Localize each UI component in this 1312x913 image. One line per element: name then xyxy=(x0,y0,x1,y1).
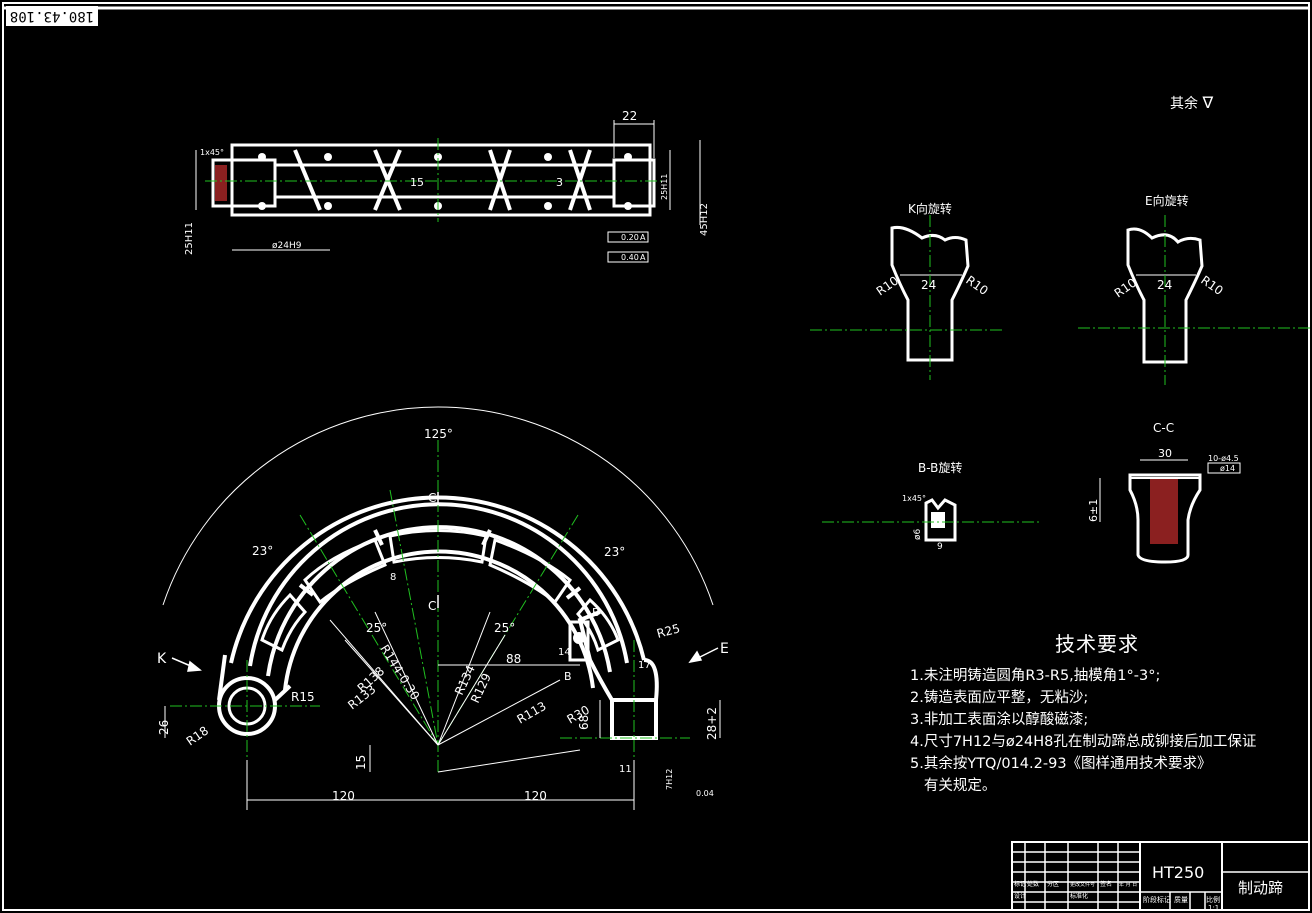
section-b-upper: B xyxy=(592,606,600,619)
top-view-dim-lines xyxy=(195,120,701,263)
angle-25-left: 25° xyxy=(366,621,387,635)
k-view xyxy=(890,226,970,362)
stage-label: 阶段标记 xyxy=(1143,895,1171,904)
dim-bore-top: ø24H9 xyxy=(272,241,302,251)
cc-width-30: 30 xyxy=(1158,447,1172,460)
e-view xyxy=(1126,227,1204,364)
dim-rib-8: 8 xyxy=(390,572,396,583)
head-label-3: 分区 xyxy=(1047,880,1059,888)
cc-holes: 10-ø4.5 xyxy=(1208,454,1239,463)
front-view-dim-lines xyxy=(162,406,721,810)
mass-label: 质量 xyxy=(1174,895,1188,904)
dim-11: 11 xyxy=(619,764,632,775)
k-view-label: K向旋转 xyxy=(908,201,952,216)
material: HT250 xyxy=(1152,863,1204,882)
section-b-lower: B xyxy=(564,670,572,683)
cc-view-label: C-C xyxy=(1153,421,1174,435)
radius-r15: R15 xyxy=(291,690,315,704)
section-c-bottom: C xyxy=(428,599,436,613)
radius-r25: R25 xyxy=(655,621,681,641)
dim-45h12: 45H12 xyxy=(699,203,710,236)
top-view xyxy=(211,143,656,217)
role-standard: 标准化 xyxy=(1070,892,1088,900)
cc-view-dim-lines xyxy=(1099,459,1241,522)
tol-020-ref: A xyxy=(640,233,646,242)
bb-view xyxy=(924,498,957,542)
angle-25-right: 25° xyxy=(494,621,515,635)
angle-23-left: 23° xyxy=(252,544,273,558)
dim-25h11-right: 25H11 xyxy=(660,174,669,200)
roughness-symbol-icon: ∇ xyxy=(1202,93,1214,112)
top-view-bolts xyxy=(258,153,632,210)
tech-req-1: 1.未注明铸造圆角R3-R5,抽模角1°-3°; xyxy=(910,668,1161,684)
bb-width-9: 9 xyxy=(937,542,943,552)
role-design: 设计 xyxy=(1014,892,1026,900)
drawing-number-tag: 180.43.108 xyxy=(6,6,98,26)
bb-view-label: B-B旋转 xyxy=(918,460,962,475)
cc-dia14: ø14 xyxy=(1220,464,1235,473)
head-label-6: 年 月 日 xyxy=(1119,881,1137,888)
tech-requirements-title: 技术要求 xyxy=(1055,632,1139,656)
dim-14: 14 xyxy=(558,647,571,658)
head-label-5: 签名 xyxy=(1100,880,1112,888)
flatness-004: 0.04 xyxy=(696,789,714,798)
radius-r113: R113 xyxy=(515,699,549,727)
tol-040: 0.40 xyxy=(621,253,639,262)
bb-chamfer: 1x45° xyxy=(902,494,926,503)
dim-120-left: 120 xyxy=(332,789,355,803)
tol-020: 0.20 xyxy=(621,233,639,242)
k-r10-right: R10 xyxy=(963,273,990,298)
tol-040-ref: A xyxy=(640,253,646,262)
k-e-arrows xyxy=(171,492,719,672)
dim-68: 68 xyxy=(577,715,591,730)
arrow-k-label: K xyxy=(157,651,167,667)
head-label-4: 更改文件号 xyxy=(1070,881,1095,888)
tech-req-3: 3.非加工表面涂以醇酸磁漆; xyxy=(910,712,1089,728)
section-c-top: C xyxy=(428,491,436,505)
dim-25h11-left: 25H11 xyxy=(184,222,195,255)
bb-dia6: ø6 xyxy=(913,528,923,540)
tech-requirements: 技术要求 1.未注明铸造圆角R3-R5,抽模角1°-3°; 2.铸造表面应平整，… xyxy=(910,628,1310,797)
angle-125: 125° xyxy=(424,427,453,441)
e-view-centerlines xyxy=(1078,215,1310,385)
dim-chamfer-top: 1x45° xyxy=(200,148,224,157)
surface-finish-note: 其余 ∇ xyxy=(1170,93,1213,113)
tech-req-5: 5.其余按YTQ/014.2-93《图样通用技术要求》 xyxy=(910,756,1212,772)
tech-req-2: 2.铸造表面应平整，无粘沙; xyxy=(910,690,1089,706)
dim-22: 22 xyxy=(622,109,637,123)
front-view-pin-boss xyxy=(217,654,292,736)
scale-label: 比例 xyxy=(1206,895,1220,904)
dim-120-right: 120 xyxy=(524,789,547,803)
surface-note-text: 其余 xyxy=(1170,96,1198,112)
top-view-centerlines xyxy=(205,138,665,222)
head-label-1: 标记 xyxy=(1014,880,1026,888)
k-view-centerlines xyxy=(810,215,1005,380)
dim-15-top: 15 xyxy=(410,176,424,189)
cc-height: 6±1 xyxy=(1087,499,1100,522)
radius-r18: R18 xyxy=(184,723,211,748)
part-name: 制动蹄 xyxy=(1238,879,1283,897)
cc-view xyxy=(1128,473,1202,564)
scale-value: 1:1 xyxy=(1208,904,1219,912)
dim-88: 88 xyxy=(506,652,521,666)
angle-23-right: 23° xyxy=(604,545,625,559)
arrow-e-label: E xyxy=(720,641,729,657)
dim-15-front: 15 xyxy=(354,755,368,770)
e-r10-right: R10 xyxy=(1198,273,1225,298)
tech-req-6: 有关规定。 xyxy=(910,778,997,794)
dim-28: 28+2 xyxy=(705,707,719,740)
dim-3-top: 3 xyxy=(556,176,563,189)
e-view-label: E向旋转 xyxy=(1145,193,1189,208)
k-width-24: 24 xyxy=(921,278,936,292)
tech-req-4: 4.尺寸7H12与ø24H8孔在制动蹄总成铆接后加工保证 xyxy=(910,734,1257,750)
dim-26: 26 xyxy=(157,720,171,735)
title-block-lines xyxy=(1011,841,1310,911)
e-width-24: 24 xyxy=(1157,278,1172,292)
head-label-2: 处数 xyxy=(1027,880,1039,888)
dim-7h12: 7H12 xyxy=(665,769,674,790)
dim-17: 17 xyxy=(638,660,651,671)
